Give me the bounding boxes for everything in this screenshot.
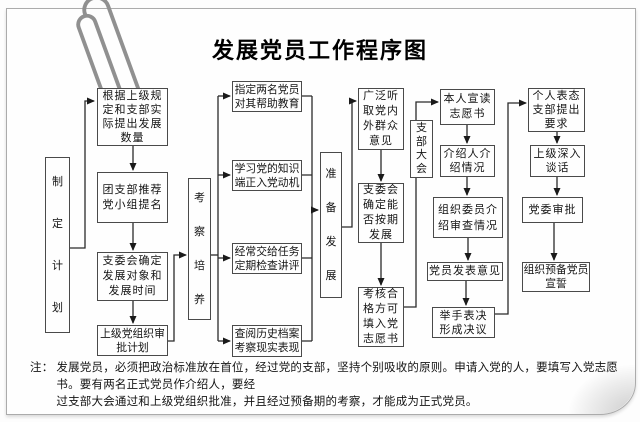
node-organize-oath: 组织预备党员 宣誓 <box>522 262 590 292</box>
stage-make-plan: 制 定 计 划 <box>45 157 70 333</box>
node-read-application: 本人宣读 志愿书 <box>440 89 495 125</box>
footnote-text: 发展党员，必须把政治标准放在首位，经过党的支部，坚持个别吸收的原则。申请入党的人… <box>56 360 632 411</box>
node-assign-tasks-review: 经常交给任务 定期检查讲评 <box>232 243 302 274</box>
node-qualified-fill-application: 考核合 格方可 填入党 志愿书 <box>358 287 404 347</box>
node-solicit-opinions: 广泛听 取党内 外群众 意见 <box>358 88 404 150</box>
node-league-recommend: 团支部推荐 党小组提名 <box>97 172 168 223</box>
footnote-line-2: 过支部大会通过和上级党组织批准，并且经过预备期的考察，才能成为正式党员。 <box>56 396 478 408</box>
node-higher-org-approve-plan: 上级党组织审 批计划 <box>97 325 168 356</box>
footnote-label: 注： <box>30 362 54 374</box>
node-committee-confirm-schedule: 支委会 确定能 否按期 发展 <box>358 183 404 243</box>
footnote: 注： 发展党员，必须把政治标准放在首位，经过党的支部，坚持个别吸收的原则。申请入… <box>30 360 632 411</box>
node-organizer-report-review: 组织委员介 绍审查情况 <box>433 197 503 238</box>
stage-prepare-development: 准 备 发 展 <box>320 152 342 298</box>
stage-branch-meeting: 支 部 大 会 <box>410 120 433 178</box>
node-propose-quantity: 根据上级规 定和支部实 际提出发展 数量 <box>97 88 168 146</box>
node-introducers-present: 介绍人介 绍情况 <box>440 145 495 177</box>
node-superior-in-depth-talk: 上级深入 谈话 <box>530 145 585 177</box>
page-title: 发展党员工作程序图 <box>211 38 428 63</box>
footnote-line-1: 发展党员，必须把政治标准放在首位，经过党的支部，坚持个别吸收的原则。申请入党的人… <box>56 362 619 391</box>
node-members-express-opinions: 党员发表意见 <box>427 262 503 281</box>
node-vote-form-resolution: 举手表决 形成决议 <box>432 307 495 338</box>
node-check-history-performance: 查阅历史档案 考察现实表现 <box>232 325 302 357</box>
node-assign-two-members: 指定两名党员 对其帮助教育 <box>232 81 302 112</box>
node-committee-set-targets: 支委会确定 发展对象和 发展时间 <box>97 252 168 301</box>
node-learn-party-knowledge: 学习党的知识 端正入党动机 <box>232 160 302 191</box>
node-party-committee-approval: 党委审批 <box>522 197 583 223</box>
node-personal-statement: 个人表态 支部提出 要求 <box>528 88 585 132</box>
stage-inspect-cultivate: 考 察 培 养 <box>188 178 211 320</box>
